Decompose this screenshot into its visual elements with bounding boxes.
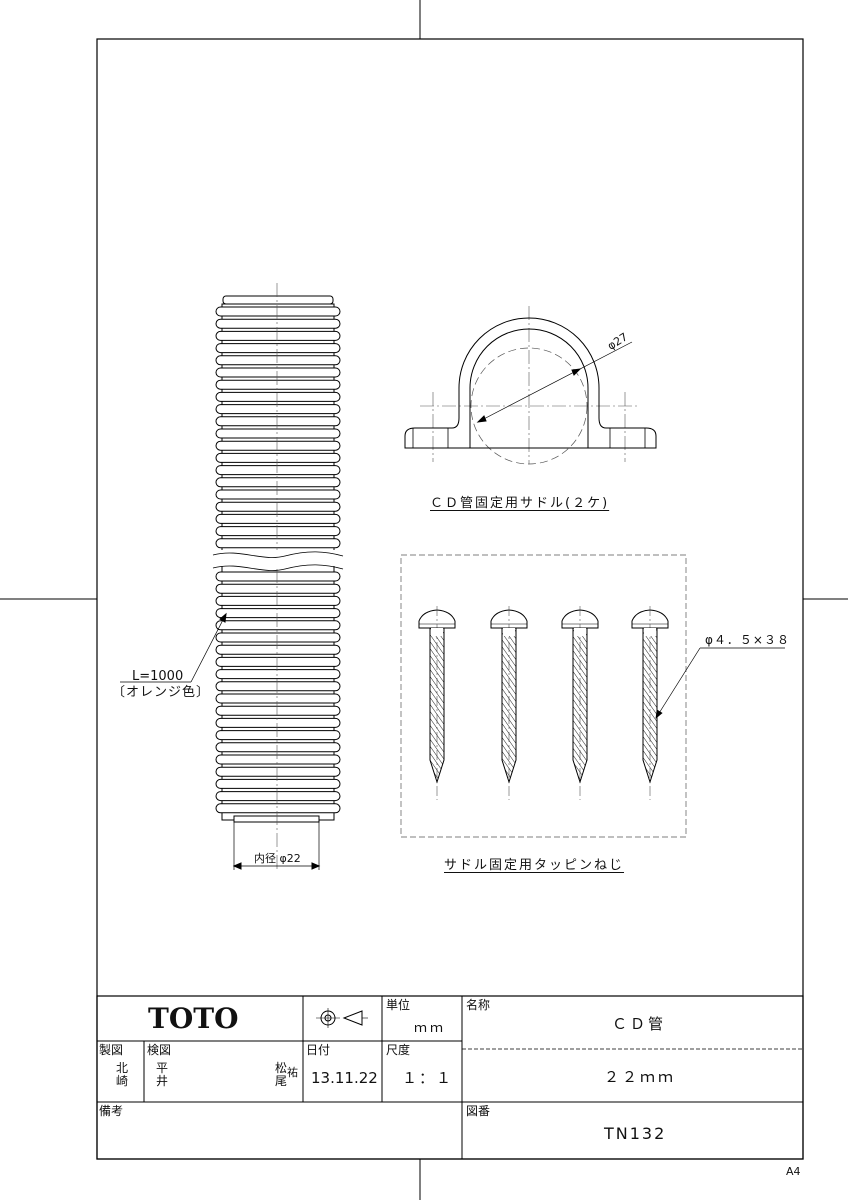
pipe-rib	[215, 644, 341, 655]
pipe-rib	[215, 730, 341, 741]
tapping-screw	[490, 606, 528, 800]
title-block-grid	[96, 995, 804, 1160]
tapping-screws	[418, 606, 669, 800]
pipe-end-cap	[222, 295, 334, 305]
pipe-rib	[215, 343, 341, 354]
screw-leader	[655, 647, 785, 719]
screws-box	[400, 554, 687, 838]
pipe-rib	[215, 477, 341, 488]
projection-symbol	[316, 1008, 368, 1028]
name-value: ＣＤ管	[612, 1015, 667, 1033]
name-header: 名称	[466, 998, 491, 1012]
pipe-rib	[215, 632, 341, 643]
tapping-screw	[561, 606, 599, 800]
scale-header: 尺度	[386, 1043, 411, 1057]
pipe-rib	[215, 705, 341, 716]
approved-by-1: 松	[275, 1061, 288, 1075]
tapping-screw	[631, 606, 669, 800]
pipe-rib	[215, 803, 341, 814]
pipe-rib	[215, 742, 341, 753]
tapping-screw	[418, 606, 456, 800]
pipe-rib	[215, 379, 341, 390]
pipe-rib	[215, 791, 341, 802]
pipe-rib	[215, 754, 341, 765]
cd-pipe-drawing	[120, 283, 344, 870]
pipe-rib	[215, 571, 341, 582]
drawn-by-2: 崎	[116, 1074, 129, 1088]
drawing-no-value: TN132	[604, 1124, 667, 1143]
pipe-rib	[215, 538, 341, 549]
toto-logo: TOTO	[148, 1002, 239, 1035]
pipe-rib	[215, 717, 341, 728]
pipe-rib	[215, 355, 341, 366]
pipe-rib	[215, 620, 341, 631]
checked-header: 検図	[147, 1043, 172, 1057]
pipe-rib	[215, 318, 341, 329]
size-value: ２２ｍｍ	[604, 1068, 677, 1086]
date-header: 日付	[306, 1043, 331, 1057]
pipe-rib	[215, 681, 341, 692]
pipe-rib	[215, 669, 341, 680]
unit-header: 単位	[386, 998, 411, 1012]
pipe-rib	[215, 766, 341, 777]
pipe-saddle-drawing	[404, 306, 657, 465]
pipe-rib	[215, 306, 341, 317]
pipe-rib	[215, 693, 341, 704]
approved-seal: 祐	[287, 1066, 298, 1079]
pipe-rib	[215, 608, 341, 619]
checked-by-2: 井	[156, 1074, 169, 1088]
pipe-color-note: 〔オレンジ色〕	[112, 685, 211, 700]
pipe-inner-diameter-label: 内径 φ22	[254, 852, 301, 865]
pipe-rib	[215, 416, 341, 427]
screw-size-label: φ４．５×３８	[705, 633, 790, 647]
pipe-rib	[215, 778, 341, 789]
pipe-length-label: L=1000	[132, 669, 184, 684]
approved-by-2: 尾	[275, 1074, 288, 1088]
remarks-header: 備考	[99, 1104, 124, 1118]
pipe-rib	[215, 452, 341, 463]
pipe-rib	[215, 656, 341, 667]
pipe-bottom-end	[233, 815, 320, 823]
date-value: 13.11.22	[311, 1069, 378, 1087]
pipe-rib	[215, 428, 341, 439]
pipe-rib	[215, 513, 341, 524]
unit-value: ｍｍ	[414, 1021, 447, 1036]
pipe-rib	[215, 583, 341, 594]
pipe-rib	[215, 489, 341, 500]
checked-by-1: 平	[156, 1061, 169, 1075]
pipe-rib	[215, 501, 341, 512]
pipe-rib	[215, 404, 341, 415]
pipe-rib	[215, 391, 341, 402]
saddle-caption: ＣＤ管固定用サドル(２ケ)	[430, 496, 610, 511]
pipe-rib	[215, 526, 341, 537]
pipe-rib	[215, 440, 341, 451]
screws-caption: サドル固定用タッピンねじ	[444, 858, 625, 873]
pipe-rib	[215, 595, 341, 606]
pipe-rib	[215, 465, 341, 476]
pipe-rib	[215, 330, 341, 341]
paper-size: A4	[786, 1165, 801, 1178]
pipe-rib	[215, 367, 341, 378]
drawing-no-header: 図番	[466, 1104, 491, 1118]
drawn-header: 製図	[99, 1043, 124, 1057]
drawn-by-1: 北	[116, 1061, 129, 1075]
scale-value: １：１	[402, 1069, 454, 1087]
